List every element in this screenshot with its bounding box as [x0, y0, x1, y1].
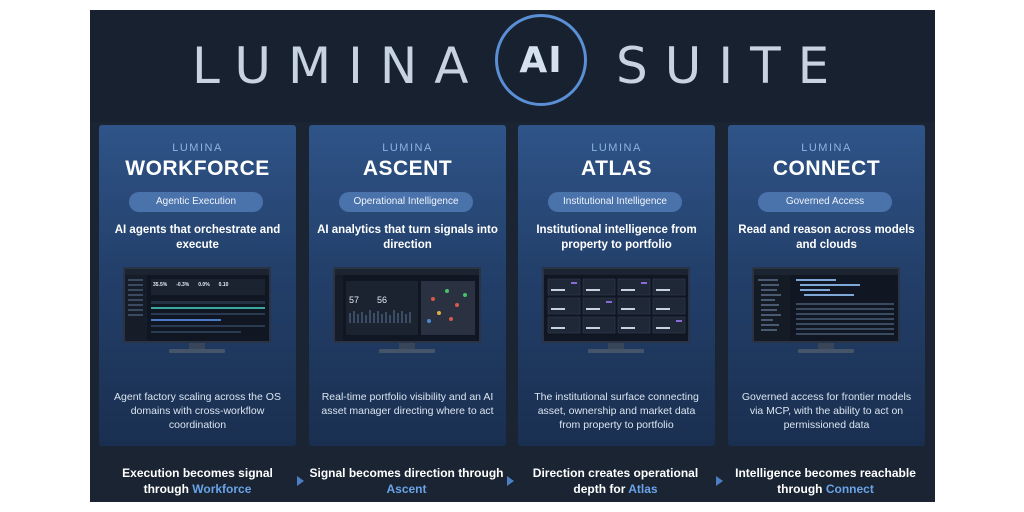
arrow-right-icon [507, 476, 514, 486]
monitor-stand [399, 343, 415, 350]
card-tagline: Read and reason across models and clouds [738, 224, 915, 251]
logo-word-right: SUITE [616, 37, 847, 95]
footer-text: Execution becomes signal through [122, 466, 273, 496]
screen-value: -0.3% [176, 282, 190, 288]
monitor-base [588, 349, 644, 353]
card-category-pill: Agentic Execution [129, 192, 263, 212]
monitor-grid-icon [542, 267, 690, 343]
card-workforce: LUMINA WORKFORCE Agentic Execution AI ag… [99, 125, 296, 446]
card-category-pill: Operational Intelligence [339, 192, 473, 212]
card-category-pill: Governed Access [758, 192, 892, 212]
screen-value: 56 [377, 295, 388, 305]
monitor-base [379, 349, 435, 353]
footer-text: Signal becomes direction through [309, 466, 504, 480]
card-description: Real-time portfolio visibility and an AI… [321, 391, 494, 417]
card-ascent: LUMINA ASCENT Operational Intelligence A… [309, 125, 506, 446]
monitor-stand [818, 343, 834, 350]
monitor-base [798, 349, 854, 353]
card-product-name: WORKFORCE [125, 157, 270, 180]
footer-step-ascent: Signal becomes direction through Ascent [309, 465, 504, 497]
card-atlas: LUMINA ATLAS Institutional Intelligence … [518, 125, 715, 446]
card-description: The institutional surface connecting ass… [534, 391, 699, 431]
card-tagline: Institutional intelligence from property… [536, 224, 697, 251]
card-brand: LUMINA [801, 142, 852, 154]
card-connect: LUMINA CONNECT Governed Access Read and … [728, 125, 925, 446]
screen-value: 35.5% [153, 282, 168, 288]
arrow-right-icon [716, 476, 723, 486]
footer-accent: Connect [825, 482, 874, 496]
card-description: Agent factory scaling across the OS doma… [114, 391, 281, 431]
footer-step-atlas: Direction creates operational depth for … [518, 465, 713, 497]
card-brand: LUMINA [172, 142, 223, 154]
monitor-analytics-icon: 57 56 [333, 267, 481, 343]
footer-text: Intelligence becomes reachable through [735, 466, 916, 496]
ai-badge-icon: AI [495, 14, 587, 106]
logo-word-left: LUMINA [192, 37, 486, 95]
monitor-dashboard-icon: 35.5% -0.3% 0.0% 0.10 [123, 267, 271, 343]
arrow-right-icon [297, 476, 304, 486]
footer-accent: Atlas [628, 482, 658, 496]
screen-value: 0.10 [218, 282, 229, 288]
card-brand: LUMINA [382, 142, 433, 154]
footer-accent: Workforce [192, 482, 252, 496]
card-brand: LUMINA [591, 142, 642, 154]
footer-step-connect: Intelligence becomes reachable through C… [728, 465, 923, 497]
screen-value: 0.0% [198, 282, 210, 288]
monitor-base [169, 349, 225, 353]
header: LUMINA AI SUITE [90, 10, 935, 122]
footer-step-workforce: Execution becomes signal through Workfor… [100, 465, 295, 497]
card-product-name: ASCENT [362, 157, 453, 180]
card-product-name: CONNECT [772, 157, 881, 180]
footer-text: Direction creates operational depth for [532, 466, 699, 496]
monitor-stand [189, 343, 205, 350]
suite-banner: LUMINA AI SUITE LUMINA WORKFORCE Agentic… [90, 10, 935, 502]
screen-value: 57 [349, 295, 360, 305]
footer-accent: Ascent [386, 482, 427, 496]
card-tagline: AI analytics that turn signals into dire… [317, 224, 498, 251]
monitor-stand [608, 343, 624, 350]
monitor-code-icon [752, 267, 900, 343]
ai-badge-label: AI [519, 39, 563, 81]
card-product-name: ATLAS [581, 157, 652, 180]
card-description: Governed access for frontier models via … [741, 391, 912, 431]
card-tagline: AI agents that orchestrate and execute [114, 224, 281, 251]
card-category-pill: Institutional Intelligence [548, 192, 682, 212]
